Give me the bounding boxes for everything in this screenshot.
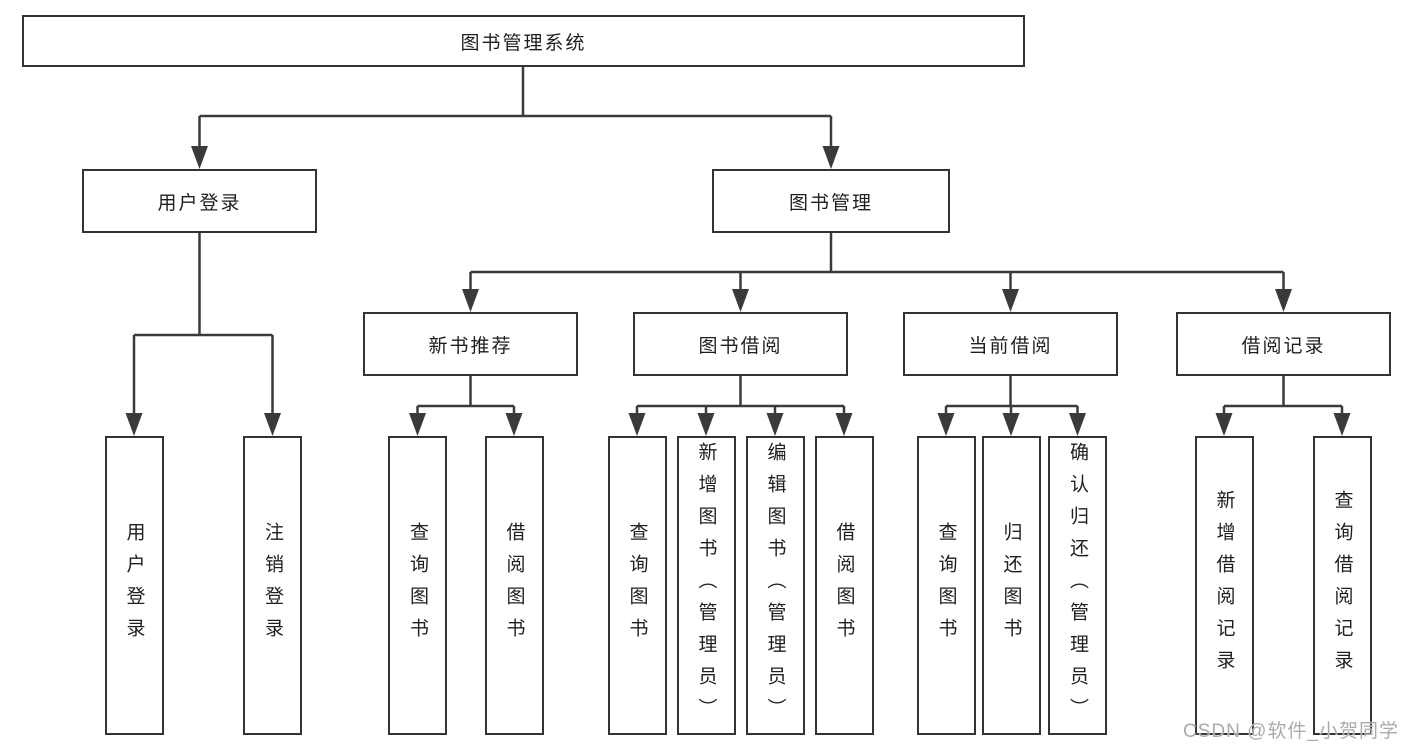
leaf-user-login: 用户登录 bbox=[104, 436, 164, 735]
node-label: 当前借阅 bbox=[968, 335, 1053, 357]
leaf-label: 查询图书 bbox=[626, 521, 648, 650]
node-book-management: 图书管理 bbox=[712, 169, 950, 233]
node-label: 新书推荐 bbox=[428, 335, 513, 357]
leaf-query-borrow-record: 查询借阅记录 bbox=[1312, 436, 1372, 735]
leaf-query-books-current: 查询图书 bbox=[916, 436, 976, 735]
leaf-label: 借阅图书 bbox=[503, 521, 525, 650]
leaf-label: 借阅图书 bbox=[833, 521, 855, 650]
leaf-borrow-books: 借阅图书 bbox=[814, 436, 874, 735]
leaf-borrow-books-recommend: 借阅图书 bbox=[484, 436, 544, 735]
leaf-add-borrow-record: 新增借阅记录 bbox=[1194, 436, 1254, 735]
node-label: 图书管理系统 bbox=[460, 32, 587, 54]
leaf-label: 用户登录 bbox=[123, 521, 145, 650]
leaf-label: 注销登录 bbox=[262, 521, 283, 650]
leaf-label: 确认归还（管理员） bbox=[1067, 441, 1088, 730]
leaf-confirm-return-admin: 确认归还（管理员） bbox=[1048, 436, 1107, 735]
csdn-watermark: CSDN @软件_小贺同学 bbox=[1183, 721, 1399, 742]
leaf-query-books-borrow: 查询图书 bbox=[607, 436, 667, 735]
leaf-label: 新增图书（管理员） bbox=[695, 441, 717, 730]
node-current-borrowing: 当前借阅 bbox=[903, 312, 1118, 376]
leaf-logout: 注销登录 bbox=[243, 436, 302, 735]
node-borrowing-records: 借阅记录 bbox=[1176, 312, 1391, 376]
leaf-label: 编辑图书（管理员） bbox=[764, 441, 786, 730]
leaf-query-books-recommend: 查询图书 bbox=[388, 436, 447, 735]
leaf-edit-books-admin: 编辑图书（管理员） bbox=[745, 436, 805, 735]
leaf-label: 查询图书 bbox=[935, 521, 957, 650]
node-label: 图书借阅 bbox=[698, 335, 783, 357]
leaf-label: 查询借阅记录 bbox=[1331, 489, 1353, 682]
leaf-label: 归还图书 bbox=[1000, 521, 1022, 650]
leaf-add-books-admin: 新增图书（管理员） bbox=[676, 436, 736, 735]
node-library-management-system: 图书管理系统 bbox=[22, 15, 1025, 67]
node-label: 借阅记录 bbox=[1241, 335, 1326, 357]
node-book-borrowing: 图书借阅 bbox=[633, 312, 848, 376]
node-label: 图书管理 bbox=[788, 192, 873, 214]
node-new-book-recommendation: 新书推荐 bbox=[363, 312, 578, 376]
leaf-label: 查询图书 bbox=[407, 521, 428, 650]
leaf-return-books: 归还图书 bbox=[981, 436, 1041, 735]
node-user-login: 用户登录 bbox=[82, 169, 317, 233]
node-label: 用户登录 bbox=[157, 192, 242, 214]
leaf-label: 新增借阅记录 bbox=[1213, 489, 1235, 682]
